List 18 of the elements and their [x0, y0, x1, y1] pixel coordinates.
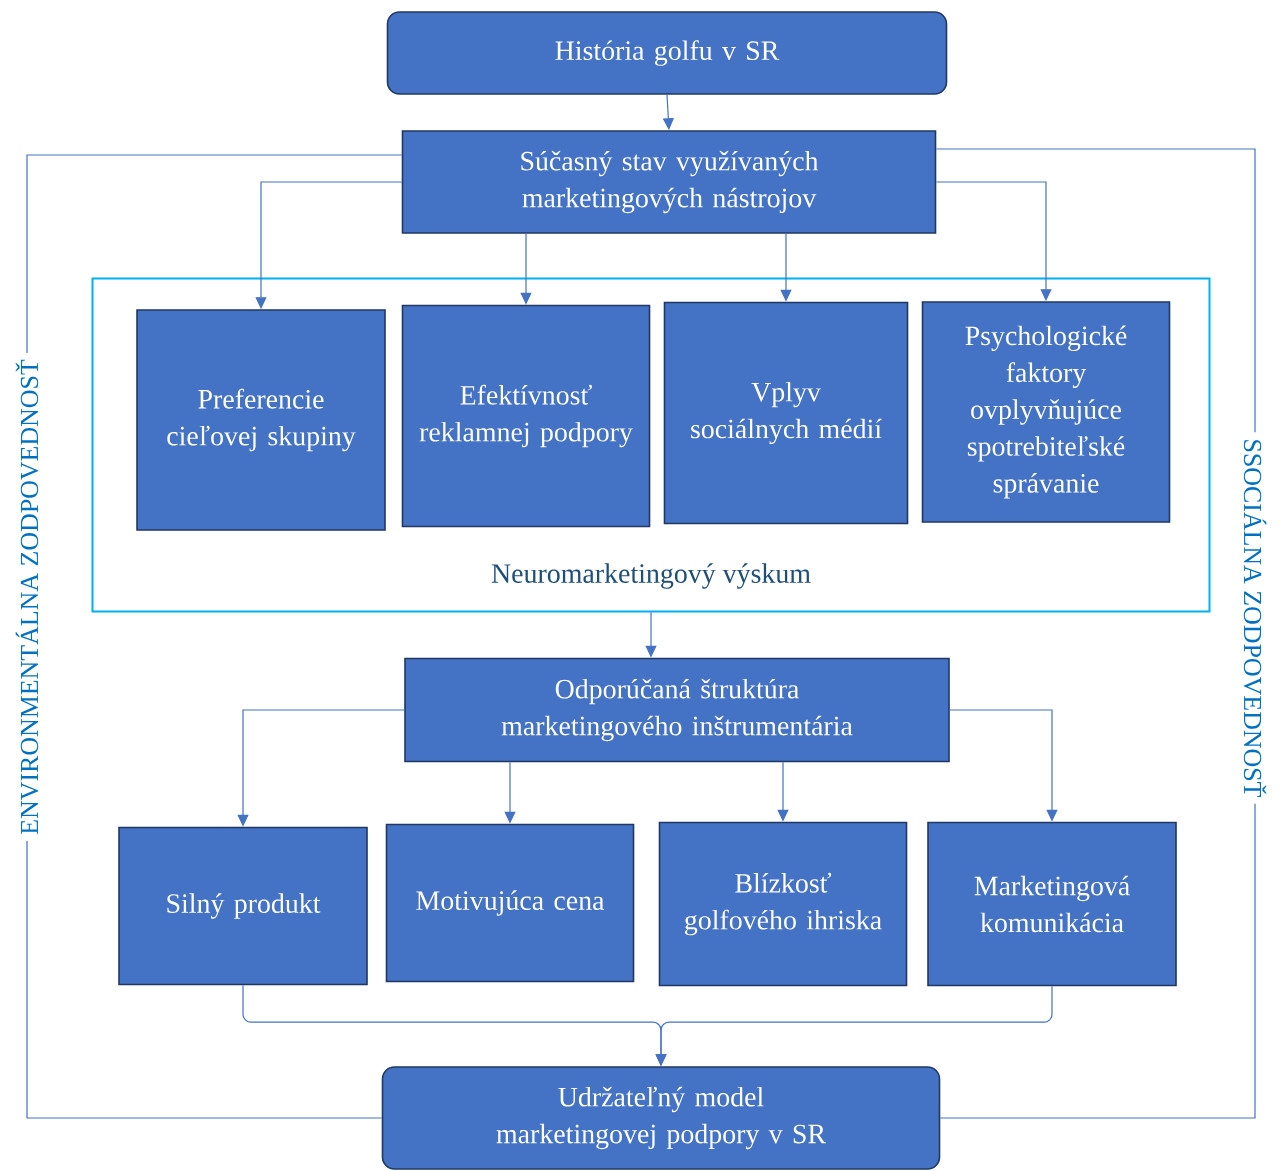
- connector-line: [935, 148, 1256, 433]
- process-box: Efektívnosť reklamnej podpory: [401, 304, 651, 528]
- process-box: Blízkosť golfového ihriska: [658, 821, 908, 987]
- connector-line: [26, 154, 403, 354]
- rounded-box: História golfu v SR: [386, 11, 948, 95]
- side-label: SSOCIÁLNA ZODPOVEDNOSŤ: [1243, 440, 1267, 798]
- process-box: Motivujúca cena: [385, 823, 635, 983]
- rounded-box: Udržateľný model marketingovej podpory v SR: [381, 1066, 941, 1170]
- process-box: Silný produkt: [118, 826, 368, 986]
- side-label: ENVIRONMENTÁLNA ZODPOVEDNOSŤ: [15, 359, 39, 835]
- process-box: Marketingová komunikácia: [927, 821, 1177, 987]
- process-box: Odporúčaná štruktúra marketingového inštrumentária: [404, 657, 950, 763]
- process-box: Súčasný stav využívaných marketingových nástrojov: [401, 130, 937, 234]
- process-box: Preferencie cieľovej skupiny: [136, 309, 386, 531]
- process-box: Psychologické faktory ovplyvňujúce spotrebiteľské správanie: [921, 301, 1171, 523]
- connector-line: [939, 803, 1256, 1119]
- connector-line: [26, 840, 383, 1119]
- process-box: Vplyv sociálnych médií: [663, 301, 909, 525]
